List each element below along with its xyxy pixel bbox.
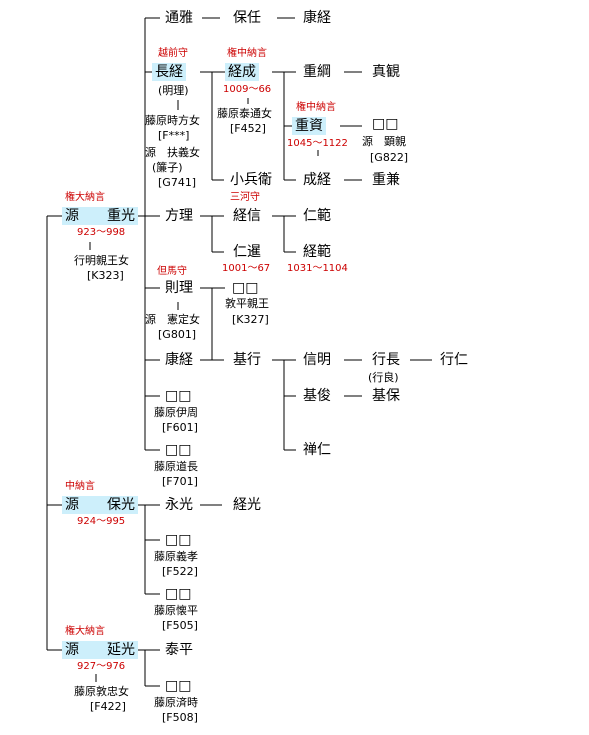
person-shigekane: 重兼 (372, 172, 400, 188)
person-motoyasu: 基保 (372, 388, 400, 404)
person-houri: 方理 (165, 208, 193, 224)
title-gonchunagon-tsunenari: 権中納言 (227, 48, 267, 59)
spouse-tsunenari-ref: [F452] (230, 122, 266, 135)
person-yasutsune-2: 康経 (165, 352, 193, 368)
person-norimasa-child-parent: 敦平親王 (225, 297, 269, 310)
person-shinkan: 真観 (372, 64, 400, 80)
years-tsunenori: 1031〜1104 (287, 263, 348, 274)
years-nobumitsu: 927〜976 (77, 661, 126, 672)
spouse-norimasa-ref: [G801] (158, 328, 197, 341)
years-shigesuke: 1045〜1122 (287, 138, 348, 149)
spouse-nagatsune-2-ref: [G741] (158, 176, 197, 189)
person-tsunenari: 経成 (225, 63, 259, 81)
person-shigesuke-spouse-ref: [G822] (370, 151, 409, 164)
years-yasumitsu: 924〜995 (77, 516, 126, 527)
title-chunagon: 中納言 (65, 481, 95, 492)
years-tsunenari: 1009〜66 (223, 84, 272, 95)
person-norimasa: 則理 (165, 280, 193, 296)
person-tsunenobu: 経信 (233, 208, 261, 224)
person-daughter-1: □□ (165, 388, 192, 404)
person-norimasa-child-ref: [K327] (232, 313, 269, 326)
title-gondainagon-nobumitsu: 権大納言 (65, 626, 105, 637)
person-yasumitsu: 源 保光 (62, 496, 138, 514)
person-daughter-3: □□ (165, 532, 192, 548)
person-nagatsune-alt: (明理) (158, 84, 189, 97)
person-motoyuki: 基行 (233, 352, 261, 368)
person-nintei: 仁暹 (233, 244, 261, 260)
spouse-nagatsune-1: 藤原時方女 (145, 114, 200, 127)
person-yasuhira: 泰平 (165, 642, 193, 658)
person-yukinaga: 行長 (372, 352, 400, 368)
person-daughter-4: □□ (165, 586, 192, 602)
person-daughter-1-spouse: 藤原伊周 (154, 406, 198, 419)
person-michimasa: 通雅 (165, 10, 193, 26)
person-daughter-2-spouse: 藤原道長 (154, 460, 198, 473)
title-gondainagon-shigemitsu: 権大納言 (65, 192, 105, 203)
person-naritsune: 成経 (303, 172, 331, 188)
person-kohyoe: 小兵衛 (230, 172, 272, 188)
years-nintei: 1001〜67 (222, 263, 271, 274)
spouse-nagatsune-2-alt: (簾子) (152, 161, 183, 174)
title-mikawa: 三河守 (230, 192, 260, 203)
title-gonchunagon-shigesuke: 権中納言 (296, 102, 336, 113)
person-yukinaga-alt: (行良) (368, 371, 399, 384)
spouse-shigemitsu-ref: [K323] (87, 269, 124, 282)
person-nagamitsu: 永光 (165, 497, 193, 513)
years-shigemitsu: 923〜998 (77, 227, 126, 238)
person-daughter-4-ref: [F505] (162, 619, 198, 632)
spouse-shigemitsu: 行明親王女 (74, 254, 129, 267)
person-shigesuke: 重資 (292, 117, 326, 135)
spouse-nobumitsu-ref: [F422] (90, 700, 126, 713)
person-shigetsuna: 重綱 (303, 64, 331, 80)
person-motoshun: 基俊 (303, 388, 331, 404)
person-shigesuke-spouse-father: 源 顕親 (362, 135, 406, 148)
person-daughter-2: □□ (165, 442, 192, 458)
person-daughter-1-ref: [F601] (162, 421, 198, 434)
person-daughter-4-spouse: 藤原懐平 (154, 604, 198, 617)
person-shigesuke-spouse-unknown: □□ (372, 116, 399, 132)
person-daughter-2-ref: [F701] (162, 475, 198, 488)
spouse-nagatsune-2: 源 扶義女 (145, 146, 200, 159)
person-tsunemitsu: 経光 (233, 497, 261, 513)
person-norimasa-child-unknown: □□ (232, 280, 259, 296)
person-gyojin: 行仁 (440, 352, 468, 368)
person-tsunenori: 経範 (303, 244, 331, 260)
person-shigemitsu: 源 重光 (62, 207, 138, 225)
title-echizen: 越前守 (158, 48, 188, 59)
person-daughter-3-spouse: 藤原義孝 (154, 550, 198, 563)
person-ninpan: 仁範 (303, 208, 331, 224)
title-tajima: 但馬守 (157, 266, 187, 277)
person-yasutsune: 康経 (303, 10, 331, 26)
person-daughter-5-ref: [F508] (162, 711, 198, 724)
spouse-tsunenari: 藤原泰通女 (217, 107, 272, 120)
person-nobumitsu: 源 延光 (62, 641, 138, 659)
person-zennin: 禅仁 (303, 442, 331, 458)
person-nagatsune: 長経 (152, 63, 186, 81)
person-daughter-5: □□ (165, 678, 192, 694)
person-daughter-5-spouse: 藤原済時 (154, 696, 198, 709)
person-yasutou: 保任 (233, 10, 261, 26)
spouse-nobumitsu: 藤原敦忠女 (74, 685, 129, 698)
person-nobuaki: 信明 (303, 352, 331, 368)
spouse-norimasa: 源 憲定女 (145, 313, 200, 326)
person-daughter-3-ref: [F522] (162, 565, 198, 578)
spouse-nagatsune-1-ref: [F***] (158, 129, 190, 142)
